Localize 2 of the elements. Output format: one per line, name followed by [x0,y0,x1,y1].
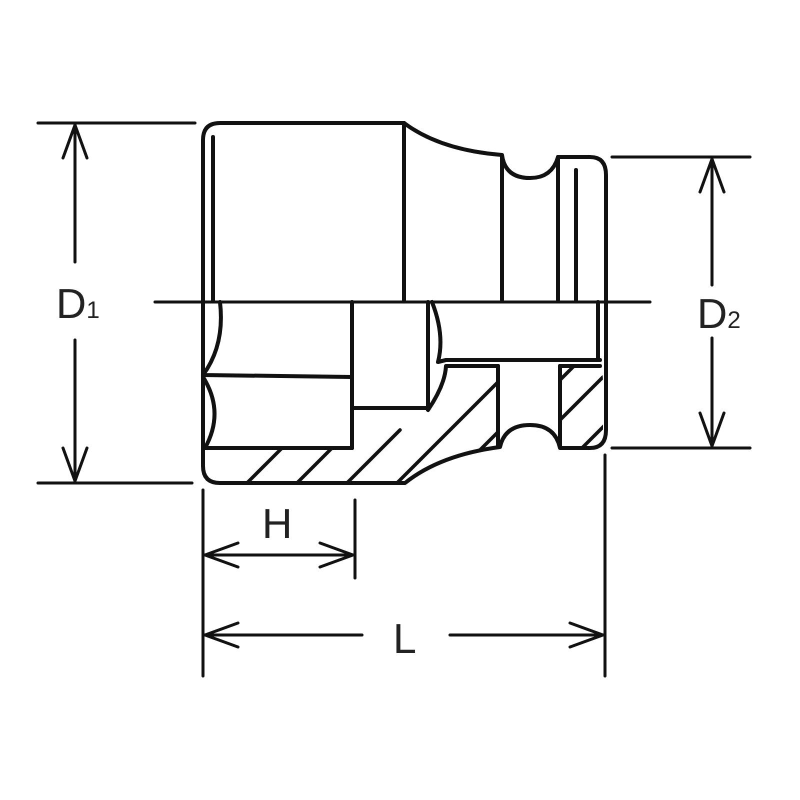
dimension-label: H [262,503,292,545]
dimension-label: L [393,618,416,660]
